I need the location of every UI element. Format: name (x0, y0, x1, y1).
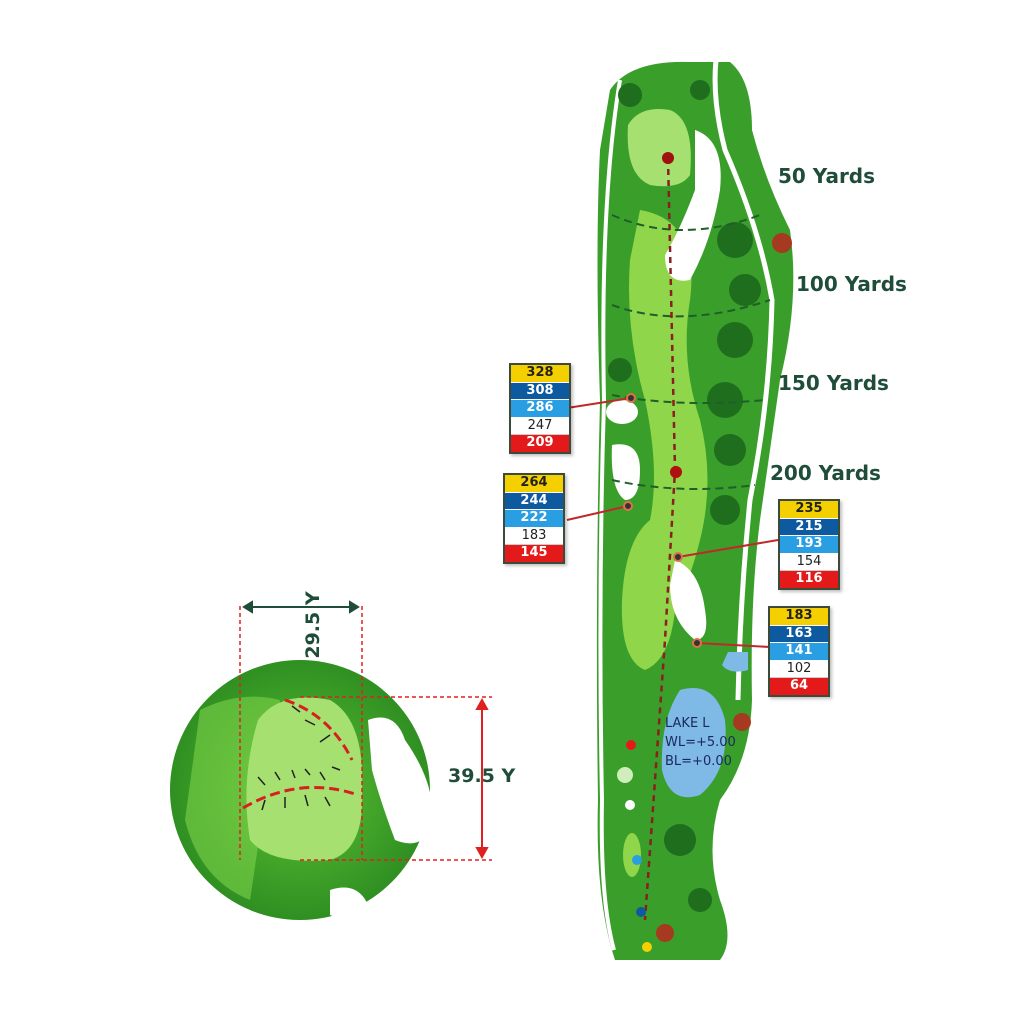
bunkers (606, 130, 721, 877)
dimension-arrows (242, 600, 360, 614)
yard-label-50: 50 Yards (778, 164, 875, 188)
green (627, 109, 691, 187)
cart-path (598, 79, 622, 951)
marker-icon (656, 924, 674, 942)
tee-gold-icon (642, 942, 652, 952)
hazard-point (623, 501, 633, 511)
red-tee-distance: 145 (505, 545, 563, 562)
green-width-label: 29.5 Y (302, 591, 324, 658)
marker-icon (733, 713, 751, 731)
distance-box-4: 183 163 141 102 64 (768, 606, 830, 697)
blue-tee-distance: 308 (511, 382, 569, 400)
gold-tee-distance: 328 (511, 365, 569, 383)
leader-lines (566, 397, 779, 648)
marker-icon (772, 233, 792, 253)
gold-tee-distance: 183 (770, 608, 828, 626)
target-icon (670, 466, 682, 478)
lake-l (661, 688, 726, 798)
slope-arrows (257, 705, 341, 811)
hazard-point (626, 393, 636, 403)
yard-label-100: 100 Yards (796, 272, 907, 296)
light-blue-tee-distance: 141 (770, 643, 828, 661)
pin-icon (662, 152, 674, 164)
distance-box-2: 264 244 222 183 145 (503, 473, 565, 564)
light-blue-tee-distance: 193 (780, 536, 838, 554)
white-tee-distance: 102 (770, 660, 828, 678)
lake-name: LAKE L (665, 716, 710, 731)
blue-tee-distance: 244 (505, 492, 563, 510)
hazard-point (692, 638, 702, 648)
play-line (643, 157, 677, 921)
tee-white-icon (625, 800, 635, 810)
trees (608, 80, 761, 912)
white-tee-distance: 247 (511, 417, 569, 435)
light-blue-tee-distance: 286 (511, 400, 569, 418)
small-pond (722, 652, 748, 672)
lake-label: LAKE L WL=+5.00 BL=+0.00 (665, 716, 736, 769)
tee-darkblue-icon (636, 907, 646, 917)
blue-tee-distance: 163 (770, 625, 828, 643)
tee-blue-icon (632, 855, 642, 865)
red-tee-distance: 64 (770, 678, 828, 695)
distance-box-3: 235 215 193 154 116 (778, 499, 840, 590)
yard-label-200: 200 Yards (770, 461, 881, 485)
inset-bunker (368, 717, 433, 844)
lake-bottom-level: BL=+0.00 (665, 754, 732, 769)
distance-box-1: 328 308 286 247 209 (509, 363, 571, 454)
out-of-bounds-line (712, 59, 775, 701)
inset-green-surface (246, 697, 363, 861)
yard-label-150: 150 Yards (778, 371, 889, 395)
lake-water-level: WL=+5.00 (665, 735, 736, 750)
green-inset: 29.5 Y 39.5 Y (170, 591, 515, 920)
green-depth-label: 39.5 Y (448, 765, 515, 787)
white-tee-distance: 183 (505, 527, 563, 545)
gold-tee-distance: 235 (780, 501, 838, 519)
tee-red-icon (626, 740, 636, 750)
blue-tee-distance: 215 (780, 518, 838, 536)
gold-tee-distance: 264 (505, 475, 563, 493)
red-tee-distance: 209 (511, 435, 569, 452)
red-tee-distance: 116 (780, 571, 838, 588)
hazard-point (673, 552, 683, 562)
light-blue-tee-distance: 222 (505, 510, 563, 528)
white-tee-distance: 154 (780, 553, 838, 571)
